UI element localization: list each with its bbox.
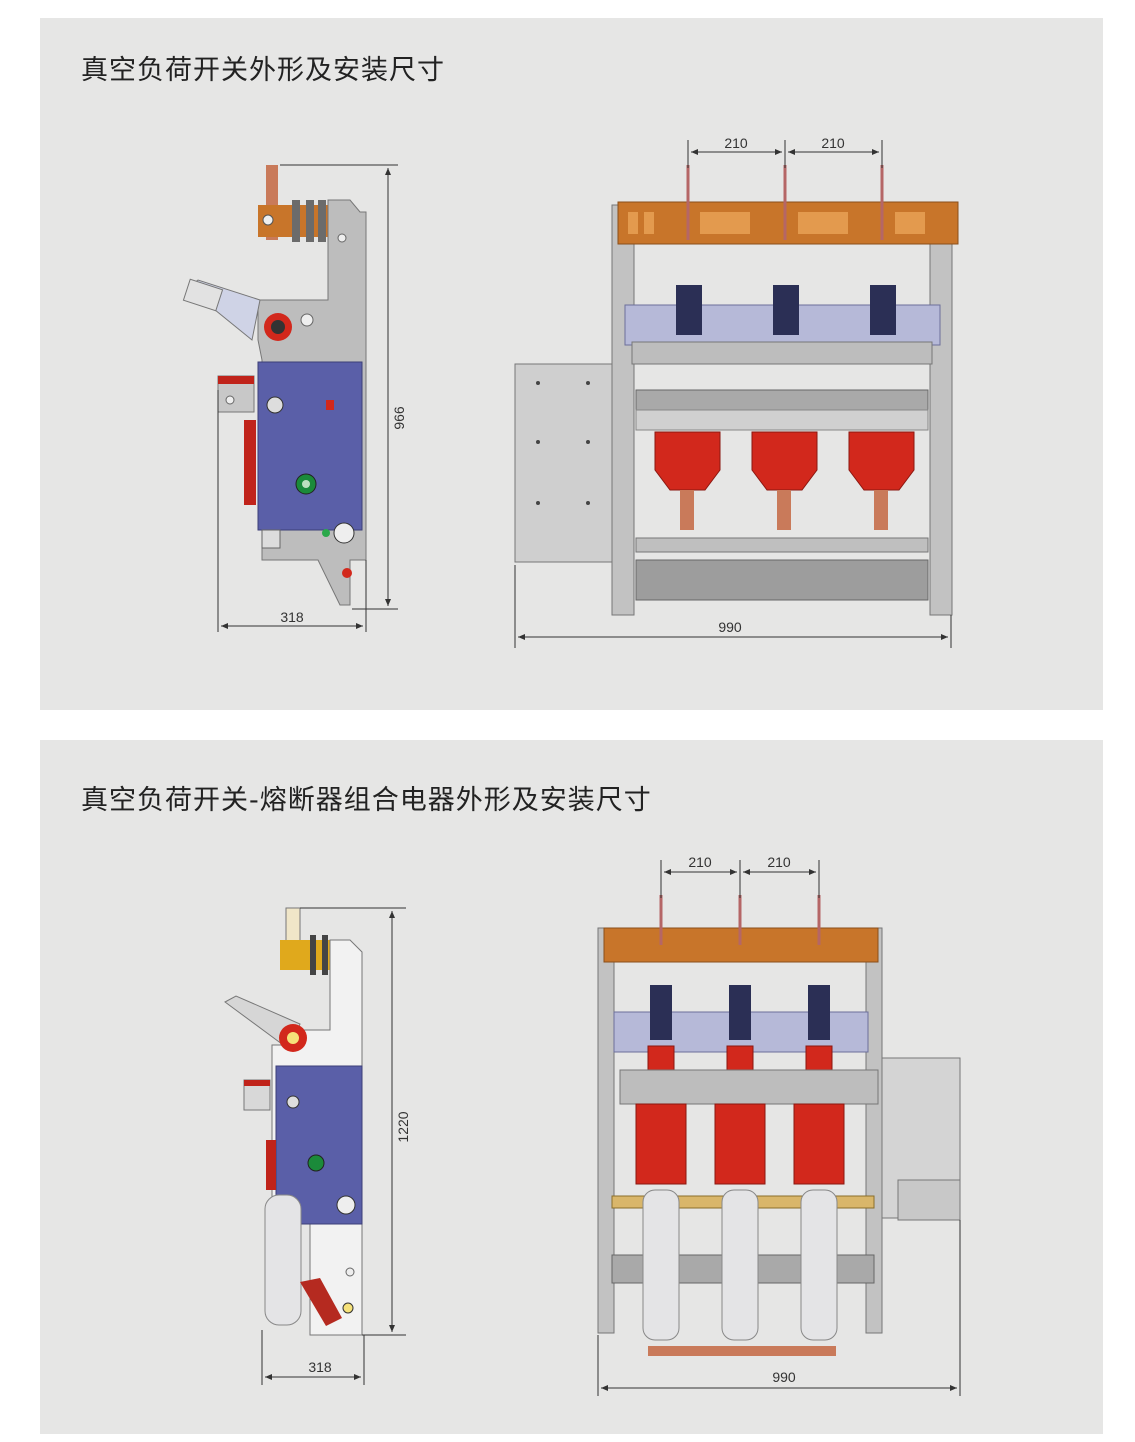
front-pitch-left-1: 210 (724, 135, 748, 151)
front-pitch-right-1: 210 (821, 135, 845, 151)
front-dim-lines-1 (514, 140, 952, 648)
side-height-label-1: 966 (391, 406, 407, 430)
side-view-load-switch (182, 165, 367, 606)
side-width-label-2: 318 (308, 1359, 332, 1375)
side-dim-lines-1 (217, 164, 398, 632)
side-view-fuse-combination (224, 907, 363, 1336)
front-pitch-right-2: 210 (767, 854, 791, 870)
front-view-load-switch (514, 165, 959, 616)
front-width-label-1: 990 (718, 619, 742, 635)
front-pitch-left-2: 210 (688, 854, 712, 870)
side-width-label-1: 318 (280, 609, 304, 625)
side-dim-lines-2 (261, 907, 406, 1385)
front-view-fuse-combination (597, 895, 961, 1356)
panel1-title: 真空负荷开关外形及安装尺寸 (81, 55, 445, 86)
front-dim-lines-2 (597, 860, 961, 1396)
panel2-title: 真空负荷开关-熔断器组合电器外形及安装尺寸 (81, 785, 652, 816)
side-height-label-2: 1220 (395, 1111, 411, 1142)
front-width-label-2: 990 (772, 1369, 796, 1385)
